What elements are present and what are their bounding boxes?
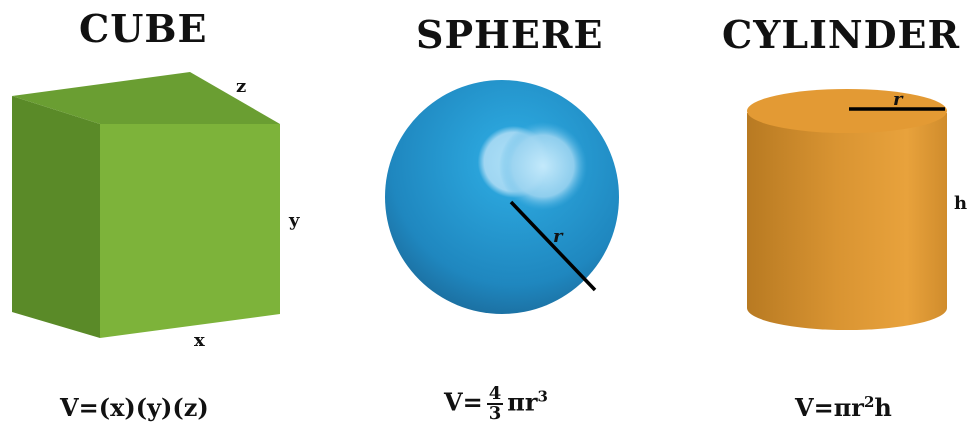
cylinder-formula: V=πr2h bbox=[795, 393, 892, 422]
sphere-title: SPHERE bbox=[416, 12, 604, 57]
cylinder-label-h: h bbox=[954, 193, 968, 214]
cylinder-body bbox=[747, 113, 947, 330]
cylinder-label-r: r bbox=[893, 89, 903, 110]
cube-top-face bbox=[12, 72, 280, 124]
sphere-exponent: 3 bbox=[537, 387, 548, 406]
sphere-radius-line bbox=[509, 200, 597, 292]
cube-label-y: y bbox=[289, 210, 300, 231]
sphere-formula-suffix: πr bbox=[507, 387, 538, 417]
cube-diagram bbox=[12, 72, 280, 338]
cube-label-z: z bbox=[236, 76, 247, 97]
cylinder-formula-suffix: h bbox=[874, 393, 892, 422]
sphere-frac-den: 3 bbox=[488, 403, 502, 424]
cube-formula: V=(x)(y)(z) bbox=[60, 393, 209, 422]
cube-label-x: x bbox=[194, 330, 205, 351]
cylinder-exponent: 2 bbox=[863, 393, 875, 411]
cylinder-title: CYLINDER bbox=[722, 12, 961, 57]
sphere-frac-num: 4 bbox=[486, 383, 504, 405]
cylinder-formula-prefix: V=πr bbox=[795, 393, 864, 422]
sphere-highlight bbox=[499, 122, 587, 210]
sphere-diagram bbox=[385, 80, 619, 314]
sphere-label-r: r bbox=[553, 226, 563, 247]
cylinder-diagram bbox=[747, 89, 947, 330]
cube-side-face bbox=[12, 96, 100, 338]
sphere-formula-prefix: V= bbox=[444, 387, 483, 417]
cube-front-face bbox=[100, 124, 280, 338]
cylinder-top bbox=[747, 89, 947, 133]
cube-title: CUBE bbox=[79, 6, 208, 51]
